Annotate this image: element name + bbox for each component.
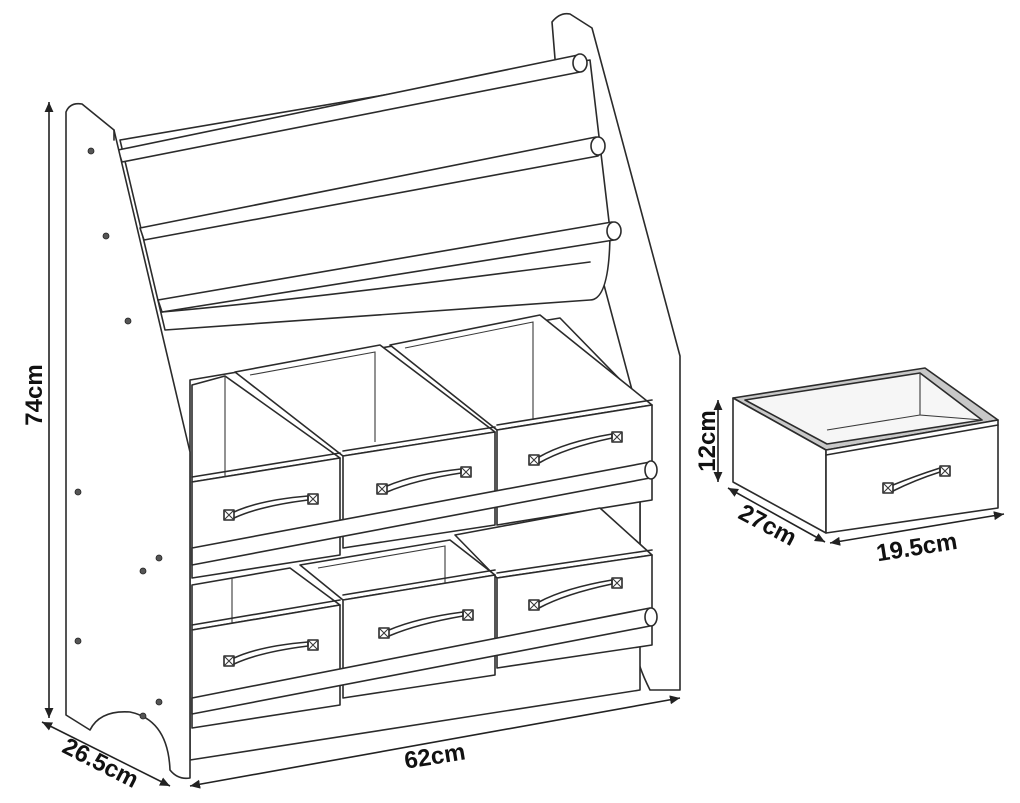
box-depth-arrow — [727, 487, 826, 543]
screw-icon — [139, 712, 147, 720]
handle-icon — [378, 609, 474, 639]
width-label: 62cm — [402, 738, 467, 774]
screw-icon — [74, 488, 82, 496]
handle-icon — [223, 493, 319, 521]
screw-icon — [155, 698, 163, 706]
box-handles — [223, 431, 623, 667]
box-height-label: 12cm — [694, 410, 721, 471]
screw-icon — [87, 147, 95, 155]
screw-icon — [155, 554, 163, 562]
width-arrow — [189, 695, 681, 789]
depth-label: 26.5cm — [58, 733, 143, 794]
screw-icon — [74, 637, 82, 645]
storage-box — [732, 367, 999, 534]
depth-arrow — [41, 721, 171, 787]
screw-icon — [139, 567, 147, 575]
screw-icon — [102, 232, 110, 240]
shelf-unit — [65, 12, 681, 780]
handle-icon — [528, 431, 623, 466]
box-width-arrow — [829, 511, 1005, 546]
handle-icon — [223, 639, 319, 667]
rods — [117, 53, 622, 313]
screws — [74, 147, 163, 720]
handle-icon — [376, 466, 472, 495]
height-label: 74cm — [21, 364, 48, 425]
screw-icon — [124, 317, 132, 325]
handle-icon — [528, 577, 623, 611]
handle-icon — [882, 465, 951, 494]
